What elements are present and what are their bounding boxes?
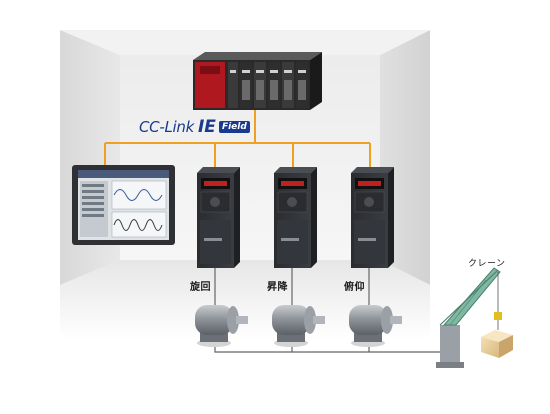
network-lines (104, 108, 371, 167)
inverter-1 (197, 167, 240, 268)
crane-label: クレーン (468, 259, 506, 269)
cc-link-ie-field-logo: CC-Link IE Field (139, 117, 250, 137)
motor-3 (349, 305, 402, 347)
axis-label-hoisting: 昇降 (267, 282, 288, 293)
inverter-2 (274, 167, 317, 268)
plc-controller (193, 52, 322, 110)
hmi-touch-panel (72, 165, 175, 245)
axis-label-slewing: 旋回 (190, 282, 211, 293)
room-ceiling (60, 30, 430, 55)
motor-2 (272, 305, 325, 347)
axis-label-luffing: 俯仰 (344, 282, 365, 293)
network-logo-field: Field (218, 121, 250, 133)
room-floor (60, 260, 430, 340)
network-logo-text: CC-Link (139, 118, 194, 136)
motor-1 (195, 305, 248, 347)
inverter-3 (351, 167, 394, 268)
network-logo-ie: IE (197, 117, 216, 137)
room-left-wall (60, 30, 120, 285)
crane (436, 267, 513, 368)
